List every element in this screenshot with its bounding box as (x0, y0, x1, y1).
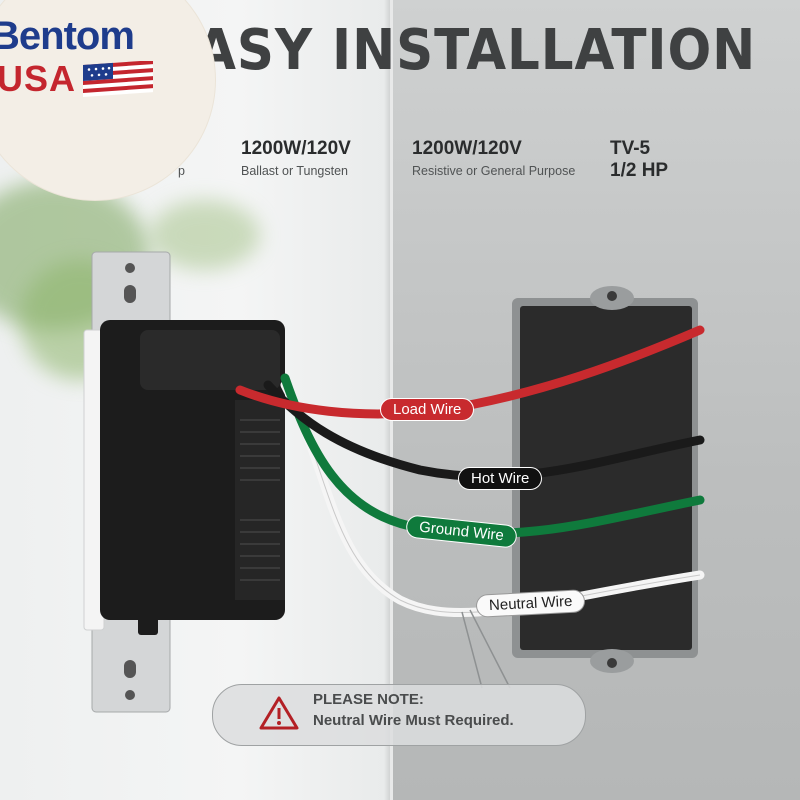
spec-type: 1/2 HP (610, 160, 669, 181)
note-box: PLEASE NOTE: Neutral Wire Must Required. (212, 684, 586, 746)
spec-rating: TV-5 (610, 138, 651, 159)
wall-box (512, 286, 698, 673)
spec-rating: 1200W/120V (412, 138, 522, 159)
spec-column-3: 1200W/120V Resistive or General Purpose (412, 138, 575, 178)
spec-type: p (178, 164, 185, 178)
usa-flag-icon (83, 61, 153, 97)
page-title: EASY INSTALLATION (160, 18, 757, 83)
note-body: Neutral Wire Must Required. (313, 712, 514, 729)
spec-column-4: TV-5 1/2 HP (610, 138, 668, 182)
note-title: PLEASE NOTE: (313, 691, 424, 708)
hot-wire (263, 380, 705, 482)
brand-country: USA (0, 58, 77, 99)
switch-body (100, 320, 285, 635)
note-pointer (461, 609, 511, 689)
brand-name: Bentom (0, 14, 135, 58)
load-wire-label: Load Wire (380, 398, 475, 421)
spec-rating: 1200W/120V (241, 138, 351, 159)
hot-wire-label: Hot Wire (458, 467, 543, 490)
spec-column-2: 1200W/120V Ballast or Tungsten (241, 138, 351, 178)
warning-triangle-icon (259, 696, 299, 730)
spec-type: Resistive or General Purpose (412, 164, 576, 178)
spec-type: Ballast or Tungsten (241, 164, 349, 178)
